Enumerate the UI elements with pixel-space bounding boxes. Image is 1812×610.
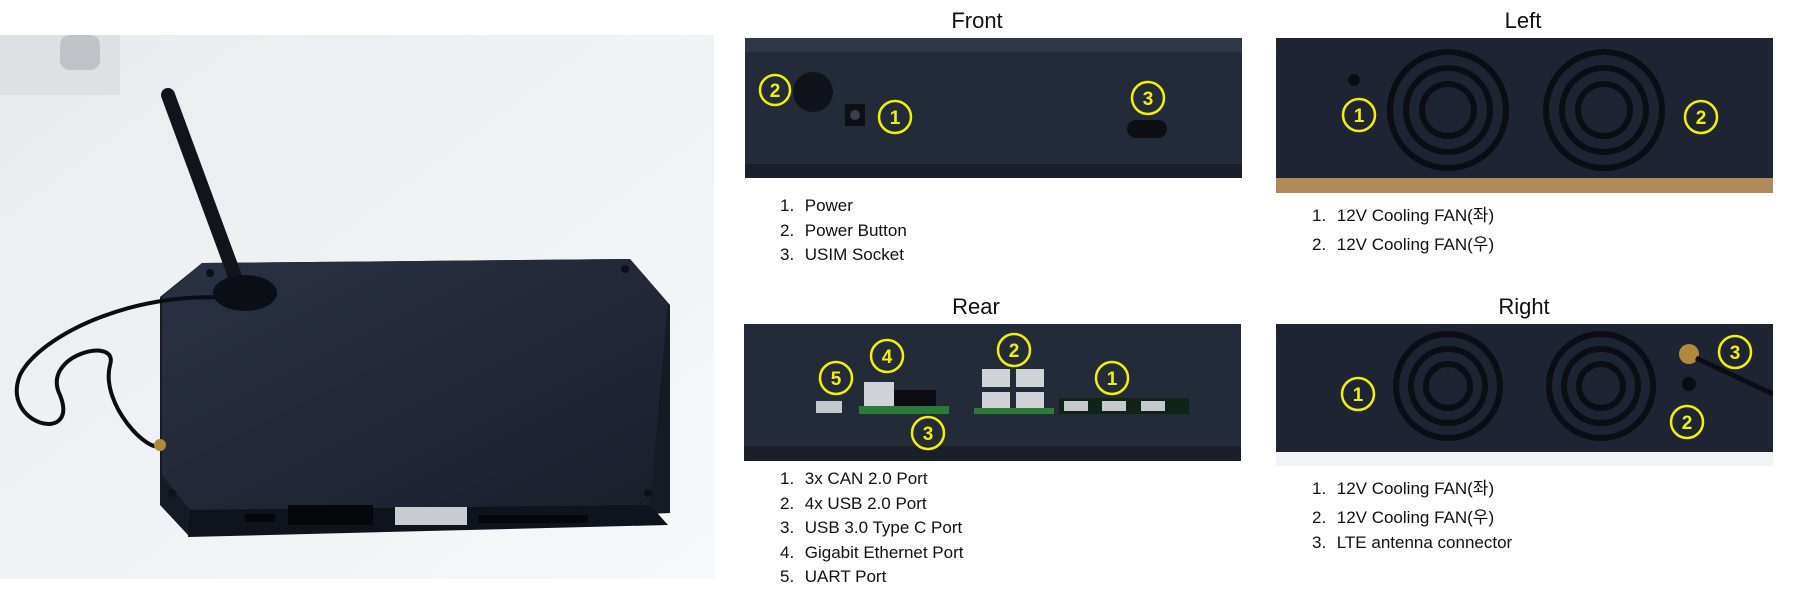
rear-callout-1: 1 (1094, 360, 1130, 396)
svg-text:1: 1 (1354, 106, 1365, 127)
right-callout-3: 3 (1717, 334, 1753, 370)
rear-callout-3: 3 (910, 415, 946, 451)
front-title: Front (951, 8, 1003, 33)
left-title: Left (1504, 8, 1542, 33)
right-callout-1: 1 (1340, 376, 1376, 412)
rear-callout-5: 5 (818, 360, 854, 396)
svg-text:3: 3 (1143, 89, 1154, 110)
front-callout-2: 2 (758, 73, 792, 107)
rear-legend-item: 4. Gigabit Ethernet Port (780, 542, 964, 562)
svg-text:1: 1 (1353, 385, 1364, 406)
rear-callout-2: 2 (996, 332, 1032, 368)
rear-callout-4: 4 (869, 338, 905, 374)
front-legend-item: 1. Power (780, 196, 853, 215)
rear-legend-item: 3. USB 3.0 Type C Port (780, 518, 963, 537)
svg-text:2: 2 (1696, 108, 1707, 129)
right-title: Right (1498, 294, 1550, 319)
rear-legend-item: 2. 4x USB 2.0 Port (780, 493, 927, 513)
rear-title: Rear (952, 294, 1000, 319)
device-photo (0, 35, 714, 579)
svg-text:1: 1 (1107, 369, 1118, 390)
left-callout-2: 2 (1683, 99, 1719, 135)
svg-text:2: 2 (1009, 341, 1020, 362)
svg-text:2: 2 (1682, 413, 1693, 434)
svg-text:2: 2 (770, 81, 781, 102)
front-callout-1: 1 (877, 99, 913, 135)
front-panel-image: 2 1 3 (745, 38, 1242, 178)
rear-legend-item: 1. 3x CAN 2.0 Port (780, 469, 928, 488)
left-panel-image: 1 2 (1276, 38, 1773, 193)
left-legend-item: 2. 12V Cooling FAN(우) (1312, 235, 1495, 254)
svg-text:3: 3 (1730, 343, 1741, 364)
front-legend-item: 3. USIM Socket (780, 245, 904, 264)
left-callout-1: 1 (1341, 97, 1377, 133)
svg-text:5: 5 (831, 369, 842, 390)
left-legend: 1. 12V Cooling FAN(좌) 2. 12V Cooling FAN… (1312, 199, 1494, 258)
svg-text:3: 3 (923, 424, 934, 445)
front-legend-item: 2. Power Button (780, 220, 907, 240)
right-callout-2: 2 (1669, 404, 1705, 440)
right-legend-item: 1. 12V Cooling FAN(좌) (1312, 479, 1495, 498)
rear-panel-image: 5 4 3 2 1 (744, 324, 1241, 461)
right-panel-image: 1 2 3 (1276, 324, 1773, 466)
rear-legend: 1. 3x CAN 2.0 Port 2. 4x USB 2.0 Port 3.… (780, 467, 964, 590)
rear-legend-item: 5. UART Port (780, 567, 887, 586)
svg-text:1: 1 (890, 108, 901, 129)
left-legend-item: 1. 12V Cooling FAN(좌) (1312, 206, 1495, 225)
svg-text:4: 4 (882, 347, 893, 368)
front-callout-3: 3 (1130, 80, 1166, 116)
right-legend: 1. 12V Cooling FAN(좌) 2. 12V Cooling FAN… (1312, 472, 1512, 555)
right-legend-item: 3. LTE antenna connector (1312, 532, 1513, 552)
front-legend: 1. Power 2. Power Button 3. USIM Socket (780, 194, 907, 268)
right-legend-item: 2. 12V Cooling FAN(우) (1312, 508, 1495, 527)
